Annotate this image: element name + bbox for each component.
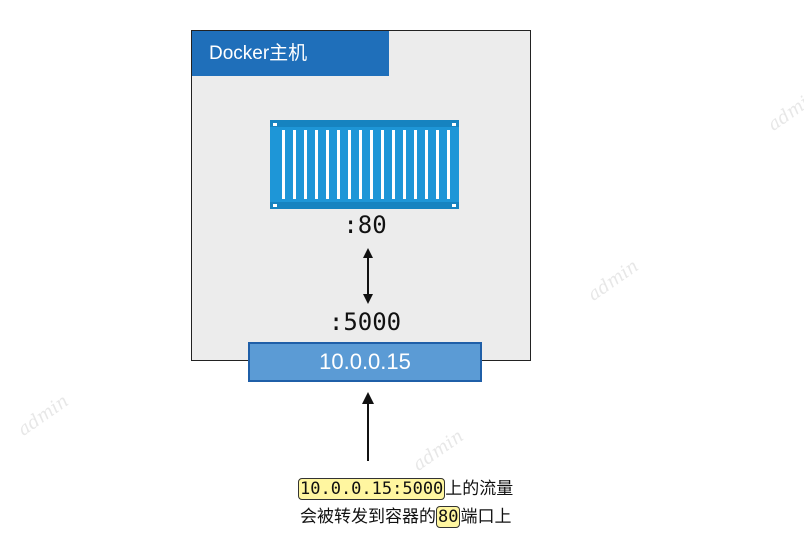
container-icon: [270, 120, 459, 209]
caption-highlight-address: 10.0.0.15:5000: [298, 478, 446, 500]
caption-line-1-text: 上的流量: [445, 479, 514, 499]
caption-line-2-prefix: 会被转发到容器的: [300, 507, 436, 527]
docker-host-box: Docker主机: [191, 30, 531, 361]
caption-highlight-port: 80: [436, 506, 461, 528]
caption-line-2-suffix: 端口上: [460, 507, 512, 527]
double-arrow: [363, 248, 373, 304]
docker-host-label: Docker主机: [192, 31, 389, 76]
host-port-label: :5000: [328, 308, 402, 336]
up-arrow: [362, 392, 374, 461]
container-port-label: :80: [343, 211, 387, 239]
ip-address-box: 10.0.0.15: [248, 342, 482, 382]
